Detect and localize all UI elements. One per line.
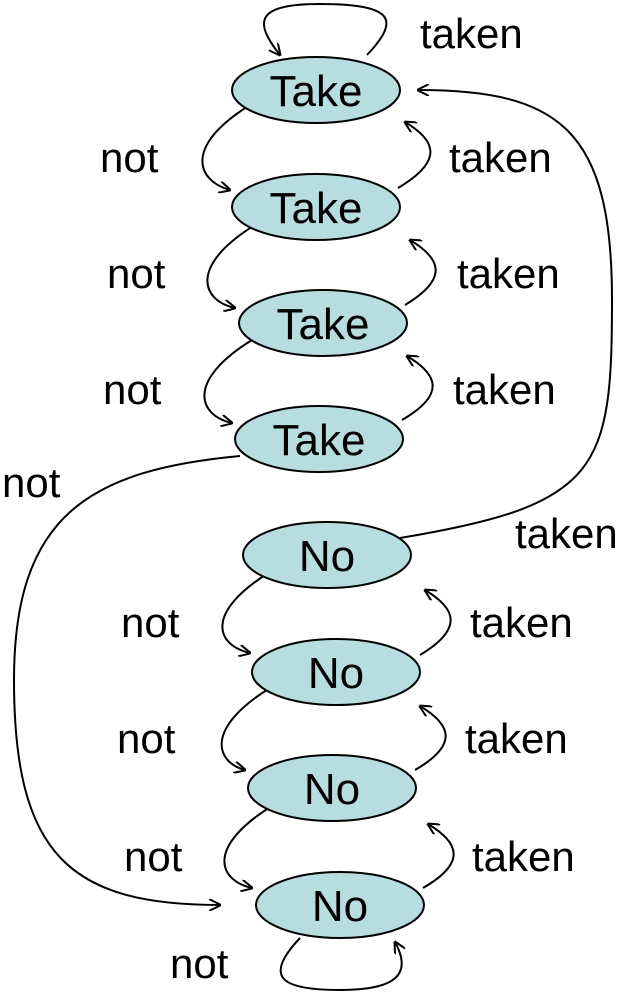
- state-label: Take: [270, 184, 363, 233]
- edge-s3-s7-not: [12, 455, 241, 905]
- edge-s2-s3-not: [203, 339, 253, 423]
- edge-label-not: not: [103, 366, 162, 413]
- state-no-4: No: [255, 871, 425, 939]
- state-take-1: Take: [231, 56, 401, 124]
- state-label: Take: [270, 67, 363, 116]
- edge-s5-s4-taken: [419, 590, 452, 656]
- state-take-4: Take: [234, 405, 404, 473]
- edge-label-taken: taken: [472, 833, 575, 880]
- edge-s7-self-not: [279, 937, 402, 992]
- edge-label-not: not: [117, 715, 176, 762]
- edge-label-taken: taken: [470, 599, 573, 646]
- edge-s4-s0-taken: [399, 90, 614, 539]
- edge-label-not: not: [2, 459, 61, 506]
- state-take-2: Take: [231, 173, 401, 241]
- edge-label-not: not: [107, 250, 166, 297]
- edge-label-not: not: [100, 134, 159, 181]
- edge-label-taken: taken: [457, 250, 560, 297]
- edge-label-taken: taken: [453, 366, 556, 413]
- edge-s7-s6-taken: [422, 824, 455, 889]
- edge-s0-s1-not: [201, 104, 251, 190]
- state-no-1: No: [242, 521, 412, 589]
- edge-s1-s2-not: [206, 224, 256, 308]
- edge-label-not: not: [124, 833, 183, 880]
- state-no-2: No: [251, 638, 421, 706]
- edge-label-taken: taken: [515, 510, 618, 557]
- edge-s3-s2-taken: [401, 356, 434, 421]
- state-label: Take: [273, 416, 366, 465]
- state-label: Take: [277, 300, 370, 349]
- state-label: No: [312, 882, 368, 931]
- edge-s6-s7-not: [223, 805, 273, 888]
- state-label: No: [308, 649, 364, 698]
- edge-label-taken: taken: [465, 715, 568, 762]
- edge-label-taken: taken: [420, 10, 523, 57]
- edge-s1-s0-taken: [397, 122, 432, 189]
- state-label: No: [304, 765, 360, 814]
- state-no-3: No: [247, 754, 417, 822]
- edge-s6-s5-taken: [414, 706, 447, 771]
- state-label: No: [299, 532, 355, 581]
- edge-label-taken: taken: [449, 134, 552, 181]
- edge-s5-s6-not: [220, 687, 271, 770]
- edge-s0-self-taken: [263, 2, 388, 55]
- edge-label-not: not: [121, 599, 180, 646]
- edge-s2-s1-taken: [404, 240, 437, 306]
- edge-s4-s5-not: [221, 571, 271, 653]
- edge-label-not: not: [170, 940, 229, 987]
- state-take-3: Take: [238, 289, 408, 357]
